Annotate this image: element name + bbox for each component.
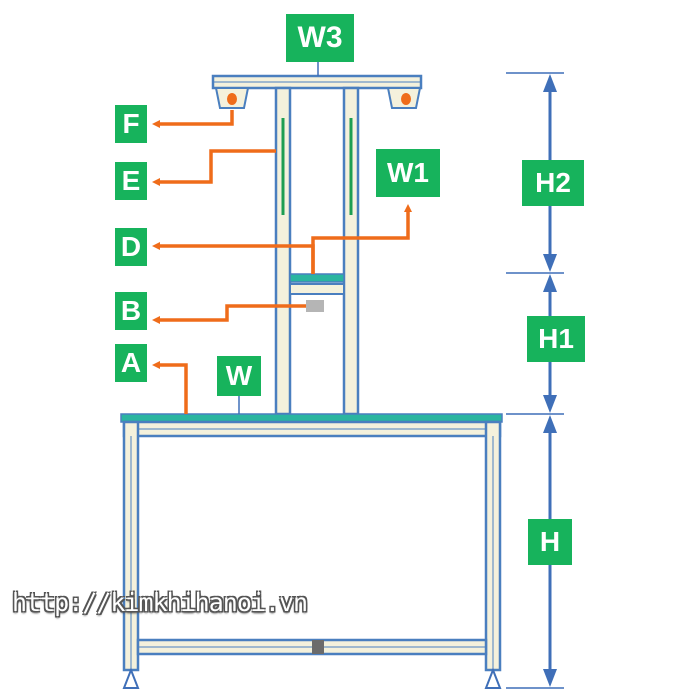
pointer-f bbox=[152, 110, 234, 128]
light-bracket-right bbox=[386, 87, 422, 109]
light-bracket-left bbox=[214, 87, 250, 109]
label-w: W bbox=[217, 356, 261, 396]
table-frame bbox=[122, 420, 502, 672]
label-w1: W1 bbox=[376, 149, 440, 197]
label-w3: W3 bbox=[286, 14, 354, 62]
pointer-b bbox=[152, 304, 306, 324]
label-h2: H2 bbox=[522, 160, 584, 206]
pointer-e bbox=[152, 149, 276, 186]
pointer-w1 bbox=[311, 204, 412, 274]
dimension-guides bbox=[238, 61, 564, 689]
label-h1: H1 bbox=[527, 316, 585, 362]
upright-right bbox=[342, 86, 360, 416]
socket-box bbox=[306, 300, 324, 312]
foot-left bbox=[122, 667, 140, 689]
label-a: A bbox=[115, 344, 147, 382]
watermark-url: http://kimkhihanoi.vn bbox=[12, 588, 308, 617]
label-f: F bbox=[115, 105, 147, 143]
upright-left bbox=[274, 86, 292, 416]
pointer-lines bbox=[152, 110, 412, 414]
pointer-d bbox=[152, 242, 315, 274]
middle-shelf bbox=[289, 273, 345, 295]
label-h: H bbox=[528, 519, 572, 565]
foot-right bbox=[484, 667, 502, 689]
label-b: B bbox=[115, 292, 147, 330]
pointer-a bbox=[152, 361, 188, 414]
overhead-bar bbox=[211, 74, 423, 90]
label-d: D bbox=[115, 228, 147, 266]
label-e: E bbox=[115, 162, 147, 200]
